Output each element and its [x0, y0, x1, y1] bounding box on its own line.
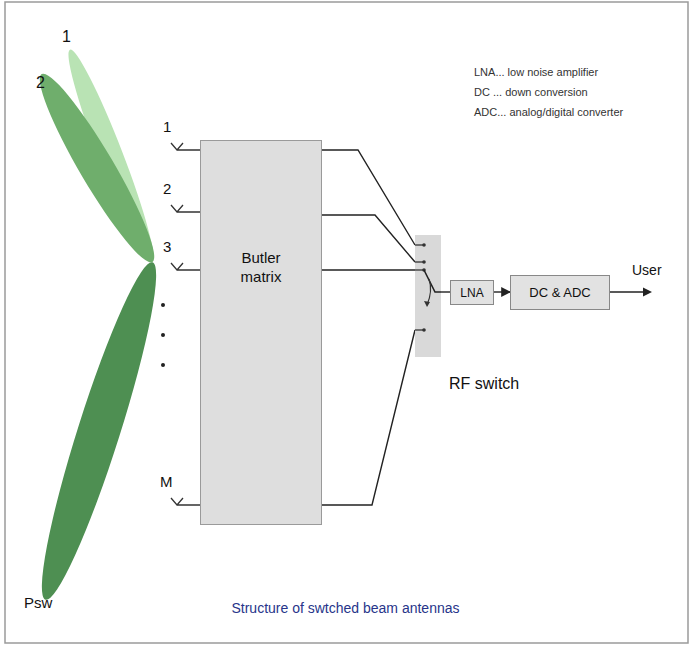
switch-motion-head: [424, 301, 430, 307]
abbreviation-note: LNA... low noise amplifier: [474, 66, 598, 78]
switch-label: RF switch: [449, 375, 519, 393]
switch-contact-dot: [422, 243, 426, 247]
signal-line: [322, 150, 415, 245]
ellipsis-dots: [161, 303, 165, 367]
switch-arm: [424, 270, 441, 292]
matrix-box: Butler matrix: [200, 140, 322, 525]
output-label: User: [632, 262, 662, 278]
switch-contact-dot: [422, 260, 426, 264]
output-arrowhead: [643, 288, 652, 297]
converter-box: DC & ADC: [510, 275, 610, 310]
beam-lobe: [25, 256, 172, 606]
switch-contact-dot: [422, 328, 426, 332]
box-label: Butler matrix: [226, 141, 296, 287]
abbreviation-note: DC ... down conversion: [474, 86, 588, 98]
beam-number: 1: [62, 28, 71, 46]
port-number: M: [160, 473, 173, 490]
box-label: DC & ADC: [529, 285, 590, 300]
rf-switch: RF switch: [415, 235, 441, 357]
switch-contact: [415, 329, 423, 330]
switch-contact: [415, 261, 423, 262]
signal-line: [441, 291, 450, 292]
beam-name: Psw: [24, 594, 52, 611]
port-number: 2: [163, 180, 171, 197]
beam-lobe: [27, 65, 167, 270]
switch-contact: [415, 269, 423, 270]
signal-line: [322, 215, 415, 262]
port-number: 1: [163, 118, 171, 135]
signal-line: [322, 330, 415, 505]
abbreviation-note: ADC... analog/digital converter: [474, 106, 623, 118]
box-label: LNA: [460, 286, 483, 300]
switch-contacts: [415, 235, 441, 357]
caption: Structure of swtched beam antennas: [0, 600, 691, 616]
switch-contact: [415, 244, 423, 245]
switch-motion-arrow: [427, 279, 431, 305]
port-number: 3: [163, 238, 171, 255]
signal-line: [322, 269, 415, 270]
output-arrow: [610, 291, 646, 293]
beam-number: 2: [36, 74, 45, 92]
signal-line: [494, 291, 510, 292]
frame: [5, 2, 688, 643]
antenna-ports: [171, 143, 200, 505]
amplifier-box: LNA: [450, 280, 494, 305]
